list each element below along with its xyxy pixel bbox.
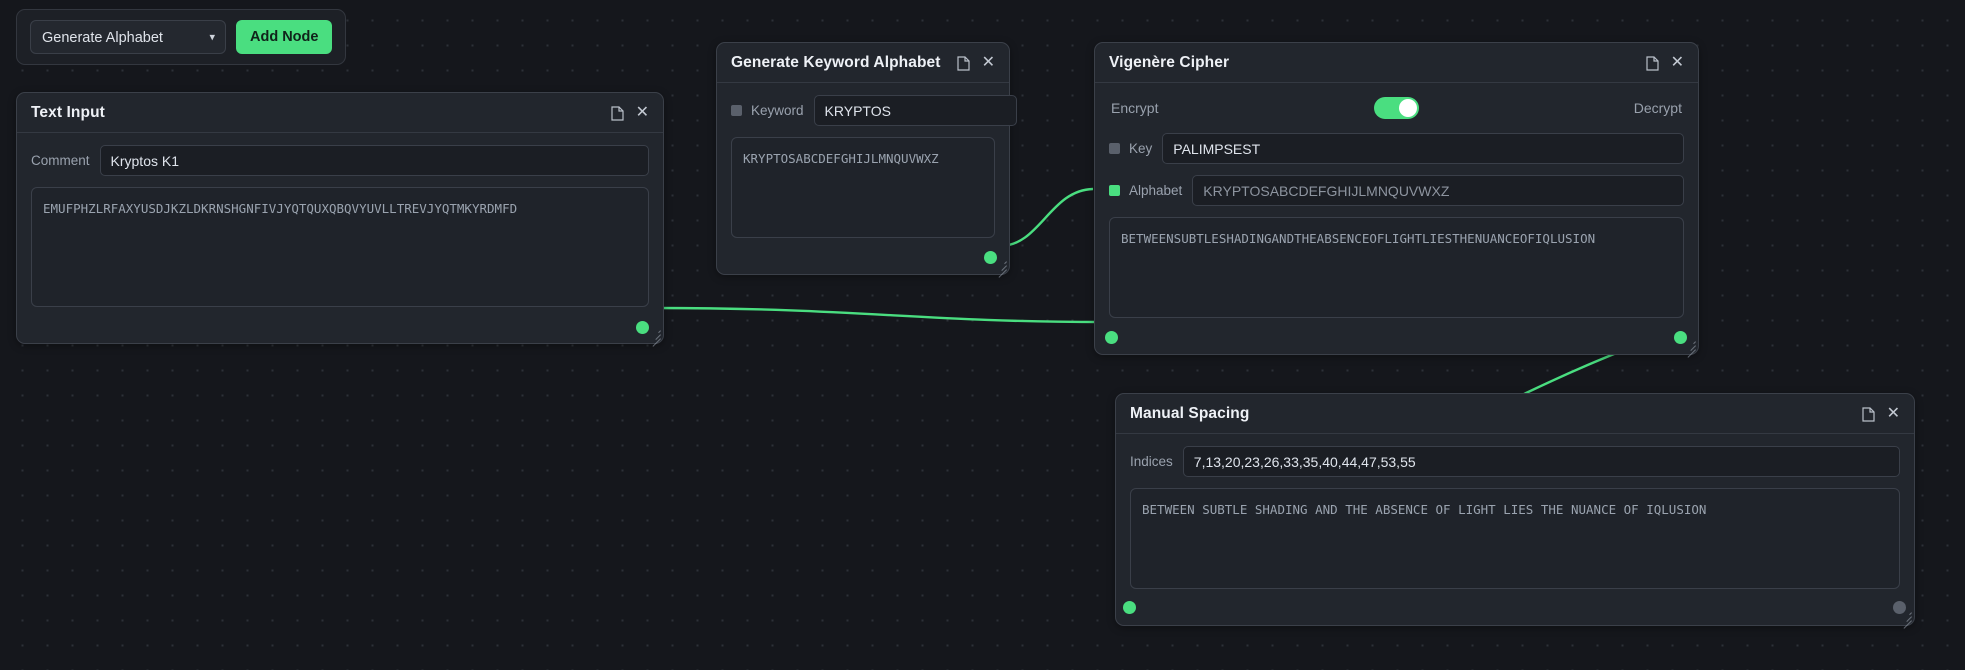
node-vigenere-cipher[interactable]: Vigenère Cipher ✕ Encrypt Decrypt Key bbox=[1094, 42, 1699, 358]
node-header-actions: ✕ bbox=[610, 104, 649, 121]
node-header-actions: ✕ bbox=[1645, 54, 1684, 71]
node-header[interactable]: Manual Spacing ✕ bbox=[1116, 394, 1914, 434]
node-header-actions: ✕ bbox=[956, 54, 995, 71]
comment-input[interactable] bbox=[99, 145, 649, 176]
output-port[interactable] bbox=[984, 251, 997, 264]
key-label: Key bbox=[1129, 141, 1153, 156]
resize-handle[interactable] bbox=[1684, 340, 1696, 358]
node-body: Keyword KRYPTOSABCDEFGHIJLMNQUVWXZ bbox=[717, 83, 1017, 278]
duplicate-page-icon[interactable] bbox=[1645, 55, 1659, 71]
alphabet-label: Alphabet bbox=[1129, 183, 1183, 198]
edge-textinput-to-vigenere bbox=[654, 306, 1104, 324]
node-title: Text Input bbox=[31, 104, 105, 121]
comment-row: Comment bbox=[31, 145, 649, 176]
manual-spacing-output[interactable]: BETWEEN SUBTLE SHADING AND THE ABSENCE O… bbox=[1130, 488, 1900, 589]
keyword-label: Keyword bbox=[751, 103, 804, 118]
close-icon[interactable]: ✕ bbox=[635, 104, 649, 121]
add-node-button[interactable]: Add Node bbox=[236, 20, 333, 54]
input-port[interactable] bbox=[1105, 331, 1118, 344]
indices-input[interactable] bbox=[1182, 446, 1900, 477]
mode-toggle-row: Encrypt Decrypt bbox=[1109, 95, 1684, 123]
indices-label: Indices bbox=[1130, 454, 1173, 469]
node-header-actions: ✕ bbox=[1861, 405, 1900, 422]
decrypt-label: Decrypt bbox=[1633, 100, 1682, 116]
node-type-select[interactable]: Generate Alphabet bbox=[30, 20, 226, 54]
node-generate-keyword-alphabet[interactable]: Generate Keyword Alphabet ✕ Keyword KRYP… bbox=[716, 42, 1017, 278]
node-header[interactable]: Generate Keyword Alphabet ✕ bbox=[717, 43, 1009, 83]
edge-keyword-to-vigenere bbox=[999, 187, 1094, 248]
alphabet-row: Alphabet bbox=[1109, 175, 1684, 206]
node-body: Indices BETWEEN SUBTLE SHADING AND THE A… bbox=[1116, 434, 1914, 629]
close-icon[interactable]: ✕ bbox=[1670, 54, 1684, 71]
vigenere-output[interactable]: BETWEENSUBTLESHADINGANDTHEABSENCEOFLIGHT… bbox=[1109, 217, 1684, 318]
key-row: Key bbox=[1109, 133, 1684, 164]
key-input-port[interactable] bbox=[1109, 143, 1120, 154]
node-title: Manual Spacing bbox=[1130, 405, 1250, 422]
close-icon[interactable]: ✕ bbox=[981, 54, 995, 71]
node-body: Encrypt Decrypt Key Alphabet BETWEENSUBT… bbox=[1095, 83, 1698, 358]
input-port[interactable] bbox=[1123, 601, 1136, 614]
encrypt-decrypt-toggle[interactable] bbox=[1373, 97, 1419, 119]
duplicate-page-icon[interactable] bbox=[1861, 406, 1875, 422]
keyword-input-port[interactable] bbox=[731, 105, 742, 116]
close-icon[interactable]: ✕ bbox=[1886, 405, 1900, 422]
toggle-knob bbox=[1398, 99, 1417, 117]
text-input-textarea[interactable]: EMUFPHZLRFAXYUSDJKZLDKRNSHGNFIVJYQTQUXQB… bbox=[31, 187, 649, 307]
keyword-alphabet-output[interactable]: KRYPTOSABCDEFGHIJLMNQUVWXZ bbox=[731, 137, 995, 238]
node-type-select-wrapper[interactable]: Generate Alphabet ▾ bbox=[30, 20, 226, 54]
alphabet-input-port[interactable] bbox=[1109, 185, 1120, 196]
keyword-row: Keyword bbox=[731, 95, 1017, 126]
node-manual-spacing[interactable]: Manual Spacing ✕ Indices BETWEEN SUBTLE … bbox=[1115, 393, 1915, 629]
output-port[interactable] bbox=[1674, 331, 1687, 344]
comment-label: Comment bbox=[31, 153, 90, 168]
duplicate-page-icon[interactable] bbox=[956, 55, 970, 71]
keyword-input[interactable] bbox=[813, 95, 1017, 126]
node-body: Comment EMUFPHZLRFAXYUSDJKZLDKRNSHGNFIVJ… bbox=[17, 133, 663, 347]
key-input[interactable] bbox=[1162, 133, 1684, 164]
node-text-input[interactable]: Text Input ✕ Comment EMUFPHZLRFAXYUSDJKZ… bbox=[16, 92, 664, 347]
node-title: Generate Keyword Alphabet bbox=[731, 54, 941, 71]
node-header[interactable]: Vigenère Cipher ✕ bbox=[1095, 43, 1698, 83]
node-header[interactable]: Text Input ✕ bbox=[17, 93, 663, 133]
indices-row: Indices bbox=[1130, 446, 1900, 477]
editor-toolbar: Generate Alphabet ▾ Add Node bbox=[16, 9, 347, 65]
alphabet-input[interactable] bbox=[1192, 175, 1684, 206]
encrypt-label: Encrypt bbox=[1111, 100, 1159, 116]
resize-handle[interactable] bbox=[649, 329, 661, 347]
resize-handle[interactable] bbox=[995, 260, 1007, 278]
output-port[interactable] bbox=[1893, 601, 1906, 614]
duplicate-page-icon[interactable] bbox=[610, 105, 624, 121]
node-title: Vigenère Cipher bbox=[1109, 54, 1230, 71]
output-port[interactable] bbox=[636, 320, 649, 334]
